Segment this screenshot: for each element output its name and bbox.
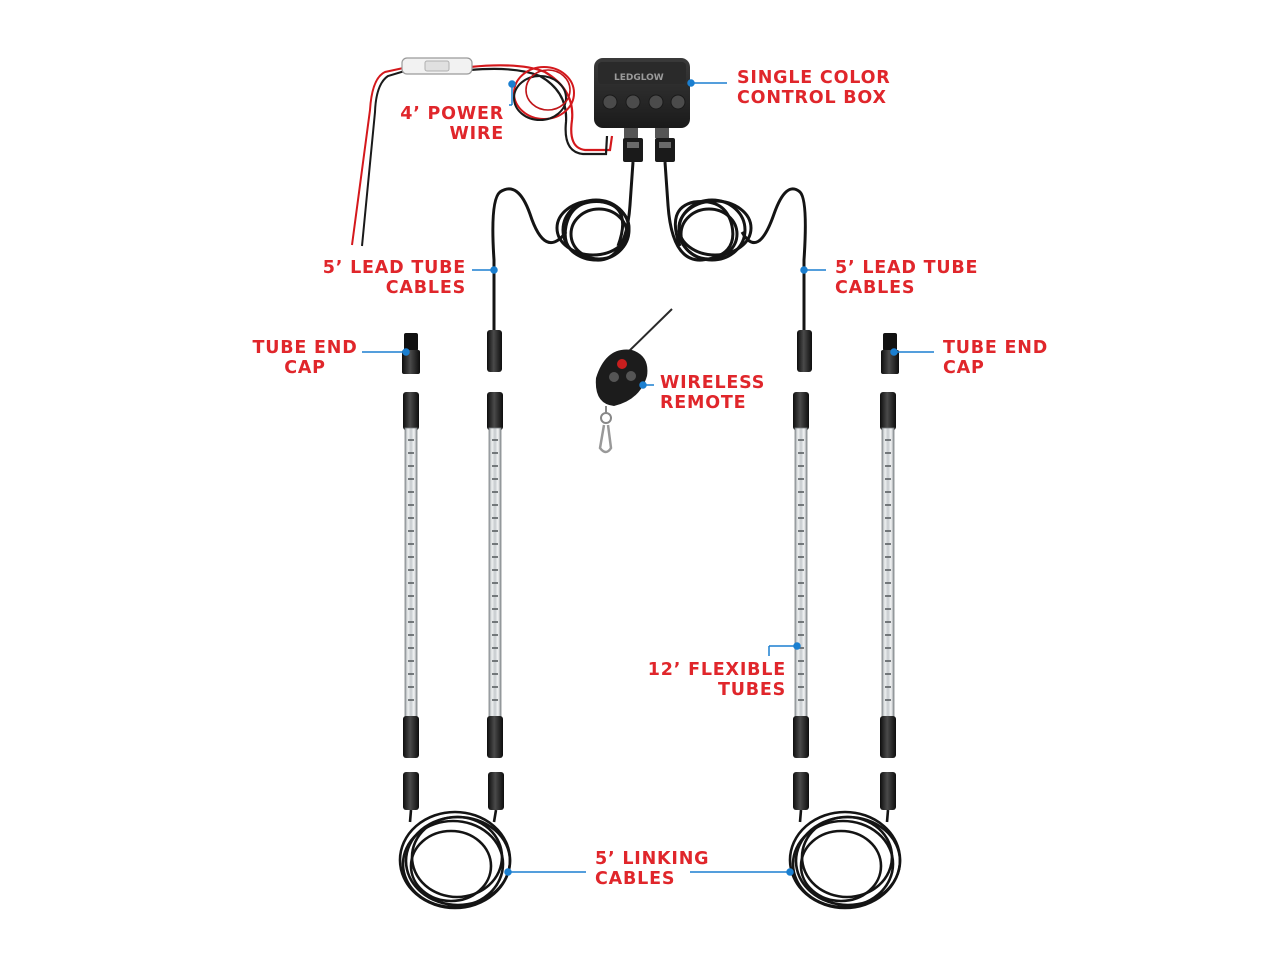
- brand-logo: LEDGLOW: [614, 73, 664, 83]
- power-wire-label: 4’ POWER WIRE: [380, 104, 504, 144]
- linking-cables: [398, 772, 902, 910]
- label-line: 5’ LINKING: [595, 849, 710, 869]
- label-line: TUBE END: [943, 338, 1049, 358]
- label-line: CAP: [943, 358, 985, 378]
- tube-end-caps: [402, 333, 899, 374]
- label-line: CABLES: [595, 869, 676, 889]
- label-line: CABLES: [385, 278, 466, 298]
- left-lead-cables-label: 5’ LEAD TUBE CABLES: [300, 258, 466, 298]
- label-line: 12’ FLEXIBLE: [647, 660, 786, 680]
- label-line: CAP: [284, 358, 326, 378]
- box-button-icon: [602, 94, 618, 110]
- linking-cables-label: 5’ LINKING CABLES: [595, 849, 709, 889]
- control-box-label: SINGLE COLOR CONTROL BOX: [737, 68, 891, 108]
- tube: [487, 392, 503, 758]
- box-button-icon: [670, 94, 686, 110]
- power-wire: [351, 57, 614, 247]
- right-lead-cables-label: 5’ LEAD TUBE CABLES: [835, 258, 978, 298]
- control-box: LEDGLOW: [594, 58, 690, 138]
- lead-cables: [491, 161, 807, 332]
- remote-button-icon: [626, 371, 636, 381]
- flexible-tubes: [403, 392, 896, 758]
- remote-button-icon: [609, 372, 619, 382]
- label-line: 5’ LEAD TUBE: [322, 258, 466, 278]
- left-end-cap-label: TUBE END CAP: [244, 338, 366, 378]
- box-plugs: [623, 138, 675, 162]
- keyring-icon: [600, 412, 612, 424]
- flexible-tubes-label: 12’ FLEXIBLE TUBES: [630, 660, 786, 700]
- leader-lines: [362, 79, 934, 876]
- label-line: WIRE: [449, 124, 504, 144]
- label-line: WIRELESS: [660, 373, 766, 393]
- label-line: SINGLE COLOR: [737, 68, 891, 88]
- wireless-remote: [595, 308, 673, 454]
- label-line: CONTROL BOX: [737, 88, 887, 108]
- label-line: TUBE END: [252, 338, 358, 358]
- lead-connector: [487, 330, 502, 372]
- label-line: TUBES: [717, 680, 786, 700]
- box-button-icon: [648, 94, 664, 110]
- wireless-remote-label: WIRELESS REMOTE: [660, 373, 765, 413]
- tube: [793, 392, 809, 758]
- tube: [403, 392, 419, 758]
- right-end-cap-label: TUBE END CAP: [943, 338, 1048, 378]
- label-line: REMOTE: [660, 393, 747, 413]
- lead-connector: [797, 330, 812, 372]
- tube: [880, 392, 896, 758]
- label-line: 4’ POWER: [400, 104, 504, 124]
- box-button-icon: [625, 94, 641, 110]
- label-line: 5’ LEAD TUBE: [835, 258, 979, 278]
- remote-button-icon: [617, 359, 627, 369]
- label-line: CABLES: [835, 278, 916, 298]
